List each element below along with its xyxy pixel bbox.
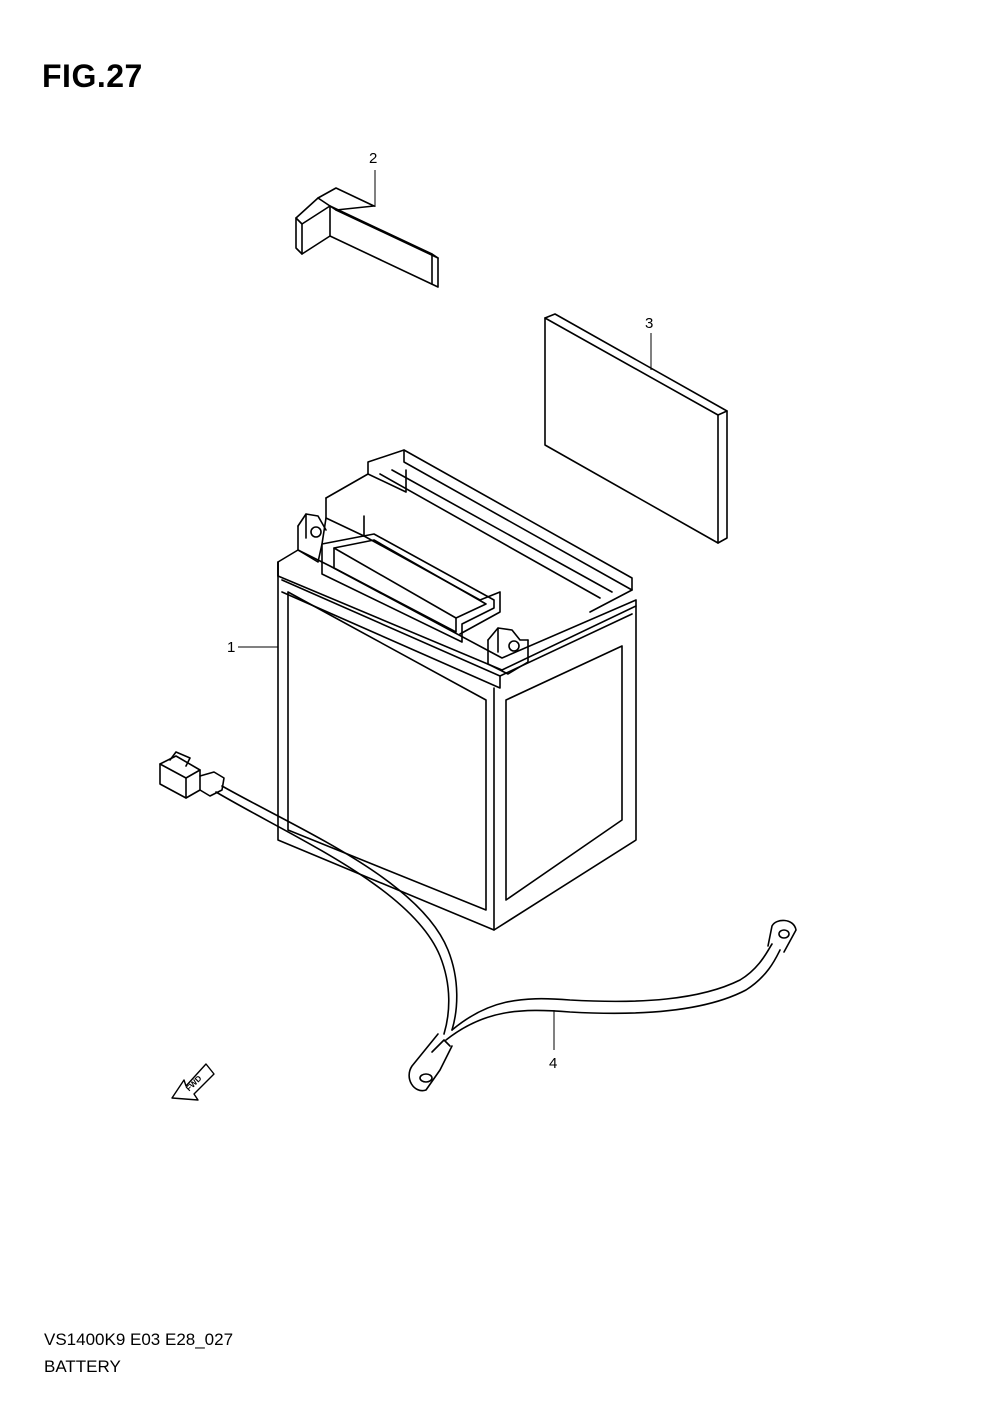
figure-title: FIG.27	[42, 58, 143, 94]
callout-3: 3	[645, 315, 653, 332]
fwd-arrow-icon: FWD	[171, 1063, 215, 1101]
callout-4: 4	[549, 1055, 557, 1072]
diagram-name: BATTERY	[44, 1357, 121, 1376]
diagram-code: VS1400K9 E03 E28_027	[44, 1330, 234, 1349]
callout-2: 2	[369, 150, 377, 167]
callout-1: 1	[227, 639, 235, 656]
part-3-pad[interactable]	[544, 313, 728, 544]
part-4-lead-wire[interactable]	[159, 751, 797, 1092]
part-1-battery[interactable]	[277, 449, 637, 931]
part-2-bracket[interactable]	[295, 187, 439, 288]
